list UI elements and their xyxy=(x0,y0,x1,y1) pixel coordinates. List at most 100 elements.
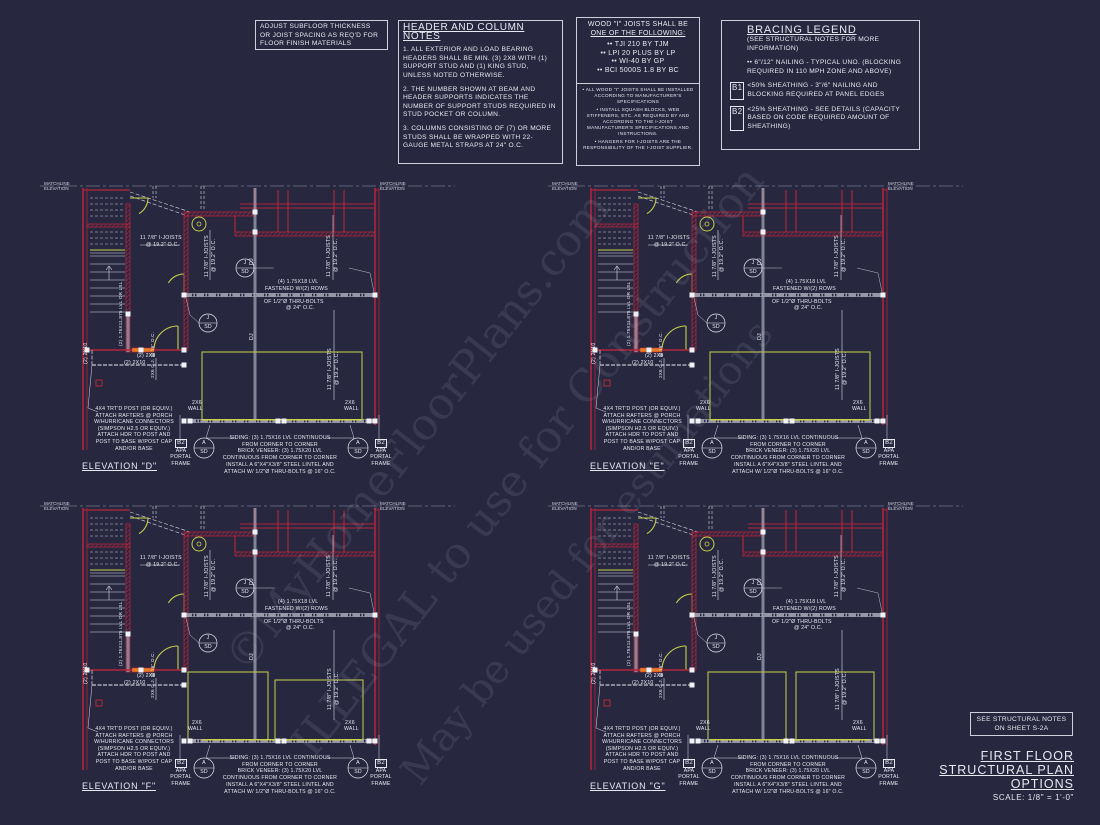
sheet-title-line-3: OPTIONS xyxy=(1010,777,1074,791)
detail-j-lower-top: J xyxy=(714,635,718,641)
ijoist-spacing-garage: @ 19.2" O.C. xyxy=(334,351,340,385)
joist-title-1: WOOD "I" JOISTS SHALL BE xyxy=(587,21,689,28)
stair-lvl-label: (2) 1.75x11.875 LVL OR LSL xyxy=(626,281,631,346)
portal-line-1: APA xyxy=(375,768,387,774)
portal-line-1: APA xyxy=(175,768,187,774)
joist-bullet-1: • ALL WOOD "I" JOISTS SHALL BE INSTALLED… xyxy=(582,87,694,104)
ijoist-spacing-stair: @ 19.2" O.C. xyxy=(654,242,688,248)
portal-line-1: APA xyxy=(175,448,187,454)
garage-note-line-5: INSTALL A 6"x4"x3/8" STEEL LINTEL AND xyxy=(734,781,842,788)
sheet-scale: SCALE: 1/8" = 1'-0" xyxy=(992,793,1074,802)
ijoist-label-room: 11 7/8" I-JOISTS xyxy=(712,235,718,277)
joist-option-1: •• TJI 210 BY TJM xyxy=(607,41,669,49)
wall-2x6-left-1: 2x6 xyxy=(192,400,202,406)
header-note-1: 1. ALL EXTERIOR AND LOAD BEARING HEADERS… xyxy=(403,46,548,79)
detail-a-right-bottom: SD xyxy=(862,769,870,775)
plan-drawing xyxy=(40,185,455,459)
detail-j-upper-bottom: SD xyxy=(241,589,249,595)
detail-j-lower-bottom: SD xyxy=(712,324,720,330)
ijoist-spacing-room: @ 19.2" O.C. xyxy=(719,558,725,592)
ijoist-spacing-garage: @ 19.2" O.C. xyxy=(842,351,848,385)
header-2x10-label: (2) 2x10 xyxy=(632,680,654,686)
ijoist-spacing-stair: @ 19.2" O.C. xyxy=(146,562,180,568)
portal-line-3: FRAME xyxy=(879,780,899,787)
joist-notes: WOOD "I" JOISTS SHALL BE ONE OF THE FOLL… xyxy=(576,17,700,166)
elevation-title: ELEVATION "G" xyxy=(590,781,666,791)
garage-note-line-1: SIDING: (3) 1.75x16 LVL CONTINUOUS xyxy=(737,755,839,761)
ijoist-label-garage: 11 7/8" I-JOISTS xyxy=(835,348,841,390)
lvl-beam-line-2: FASTENED w/(2) ROWS xyxy=(773,286,836,292)
ijoist-label-stair: 11 7/8" I-JOISTS xyxy=(140,235,182,241)
elevation-title: ELEVATION "F" xyxy=(82,781,156,791)
detail-j-upper-bottom: SD xyxy=(241,269,249,275)
header-2x10-side-label: (2) 2x10 xyxy=(83,662,89,685)
b2-tag: B2 xyxy=(730,105,745,132)
portal-line-3: FRAME xyxy=(679,780,699,787)
post-note-line-7: AND/OR BASE xyxy=(623,765,661,772)
post-note-line-6: POST TO BASE w/POST CAP xyxy=(603,439,681,445)
post-note-line-2: ATTACH RAFTERS @ PORCH xyxy=(95,412,173,419)
ceiling-joist-label: 2x6 C.J. @ 16" O.C. xyxy=(150,331,155,378)
post-note-line-1: 4x4 TRT'D POST (OR EQUIV.) xyxy=(603,406,681,412)
detail-j-upper-bottom: SD xyxy=(749,589,757,595)
portal-b2-tag: B2 xyxy=(175,439,187,448)
lvl-beam-line-4: @ 24" O.C. xyxy=(794,625,823,631)
ijoist-label-room: 11 7/8" I-JOISTS xyxy=(204,555,210,597)
elevation-title: ELEVATION "E" xyxy=(590,461,665,471)
portal-line-3: FRAME xyxy=(371,460,391,467)
header-2x10-label: (2) 2x10 xyxy=(124,360,146,366)
dj-label-upper: DJ xyxy=(249,578,255,585)
garage-note-line-1: SIDING: (3) 1.75x16 LVL CONTINUOUS xyxy=(229,755,331,761)
portal-line-2: PORTAL xyxy=(370,454,392,461)
post-note-line-4: (SIMPSON H2.5 OR EQUIV.) xyxy=(605,425,679,432)
lvl-beam-line-1: (4) 1.75x18 LVL xyxy=(278,599,319,605)
detail-j-upper-bottom: SD xyxy=(749,269,757,275)
portal-line-1: APA xyxy=(375,448,387,454)
dj-label-lower: DJ xyxy=(249,333,255,340)
lvl-beam-line-2: FASTENED w/(2) ROWS xyxy=(265,606,328,612)
detail-a-right-top: A xyxy=(864,760,868,766)
garage-note-line-4: CONTINUOUS FROM CORNER TO CORNER xyxy=(730,775,846,782)
ijoist-spacing-stair: @ 19.2" O.C. xyxy=(146,242,180,248)
garage-note-line-5: INSTALL A 6"x4"x3/8" STEEL LINTEL AND xyxy=(226,781,334,788)
ijoist-spacing-garage: @ 19.2" O.C. xyxy=(334,671,340,705)
portal-b2-tag: B2 xyxy=(375,759,387,768)
see-structural-notes: SEE STRUCTURAL NOTES ON SHEET S-2a xyxy=(970,712,1073,736)
wall-2x6-right-2: WALL xyxy=(852,406,867,412)
subfloor-note-text: ADJUST SUBFLOOR THICKNESS OR JOIST SPACI… xyxy=(260,23,379,48)
ijoist-spacing-right: @ 19.2" O.C. xyxy=(333,238,339,272)
lvl-beam-line-2: FASTENED w/(2) ROWS xyxy=(773,606,836,612)
detail-j-lower-top: J xyxy=(206,315,210,321)
portal-frame-left: B2 APA PORTAL FRAME xyxy=(678,439,700,467)
garage-note-line-2: FROM CORNER TO CORNER xyxy=(242,761,318,768)
detail-a-left-top: A xyxy=(202,760,206,766)
detail-a-right-bottom: SD xyxy=(354,769,362,775)
detail-a-right-top: A xyxy=(356,760,360,766)
post-note-line-3: w/HURRICANE CONNECTORS xyxy=(94,739,174,746)
garage-note-line-3: BRICK VENEER: (3) 1.75x20 LVL xyxy=(745,768,831,775)
wall-2x6-right-2: WALL xyxy=(344,406,359,412)
stair-lvl-label: (2) 1.75x11.875 LVL OR LSL xyxy=(626,601,631,666)
wall-2x6-left-2: WALL xyxy=(188,406,203,412)
post-note-line-6: POST TO BASE w/POST CAP xyxy=(95,759,173,765)
matchline-label-left: MATCHLINE ELEVATION xyxy=(44,501,70,511)
garage-note-line-3: BRICK VENEER: (3) 1.75x20 LVL xyxy=(237,448,323,455)
wall-2x6-right-2: WALL xyxy=(344,726,359,732)
garage-note-line-4: CONTINUOUS FROM CORNER TO CORNER xyxy=(222,455,338,462)
detail-j-lower-bottom: SD xyxy=(712,644,720,650)
portal-frame-right: B2 APA PORTAL FRAME xyxy=(878,759,900,787)
ijoist-label-stair: 11 7/8" I-JOISTS xyxy=(140,555,182,561)
garage-note-line-1: SIDING: (3) 1.75x16 LVL CONTINUOUS xyxy=(229,435,331,441)
portal-line-2: PORTAL xyxy=(678,774,700,781)
sheet-title: FIRST FLOOR STRUCTURAL PLAN OPTIONS xyxy=(939,749,1074,791)
wall-2x6-left-1: 2x6 xyxy=(700,400,710,406)
garage-note-line-2: FROM CORNER TO CORNER xyxy=(750,761,826,768)
matchline-label-right: MATCHLINE ELEVATION xyxy=(380,501,406,511)
lvl-beam-line-2: FASTENED w/(2) ROWS xyxy=(265,286,328,292)
garage-note-line-6: ATTACH w/ 1/2"Ø THRU-BOLTS @ 16" O.C. xyxy=(732,788,844,795)
dj-label-lower: DJ xyxy=(249,653,255,660)
ijoist-spacing-right: @ 19.2" O.C. xyxy=(841,238,847,272)
portal-line-2: PORTAL xyxy=(370,774,392,781)
post-note-line-7: AND/OR BASE xyxy=(115,765,153,772)
b1-tag: B1 xyxy=(730,82,745,100)
